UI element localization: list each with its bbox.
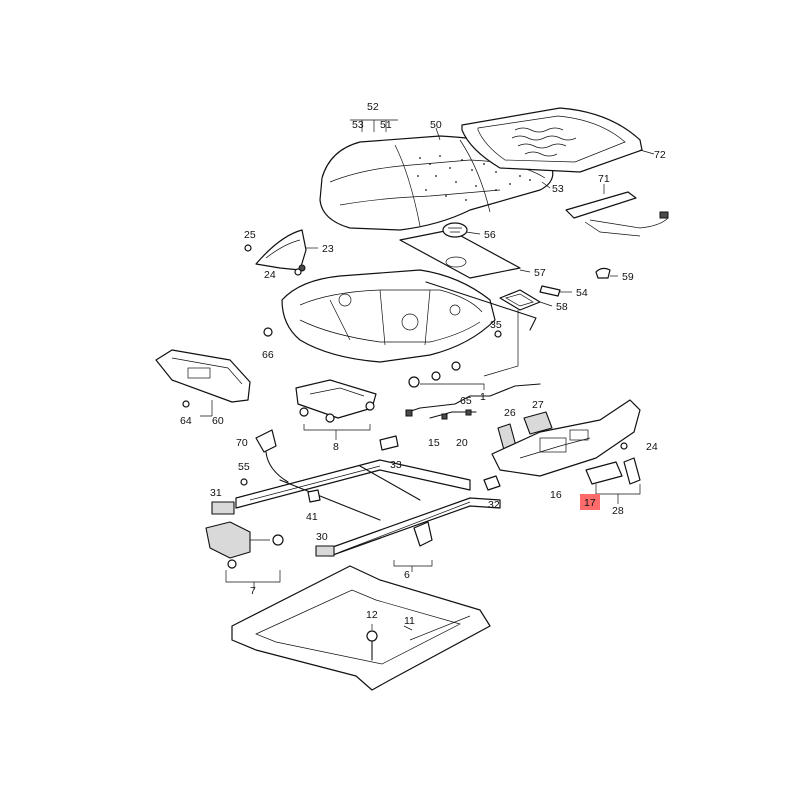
label-31: 31 (210, 487, 222, 499)
fastener-35 (494, 330, 502, 338)
part-54 (539, 285, 561, 297)
button-set-28 (585, 457, 641, 485)
label-41: 41 (306, 511, 318, 523)
label-35: 35 (490, 319, 502, 331)
label-8: 8 (333, 441, 339, 453)
label-27: 27 (532, 399, 544, 411)
label-23: 23 (322, 243, 334, 255)
fastener-1c (451, 361, 461, 371)
seat-frame-pan (281, 269, 496, 363)
label-24b: 24 (646, 441, 658, 453)
seat-rail-assembly (235, 459, 501, 557)
label-24: 24 (264, 269, 276, 281)
side-cover-16 (491, 399, 641, 477)
highlight-17 (580, 494, 600, 510)
label-26: 26 (504, 407, 516, 419)
label-72: 72 (654, 149, 666, 161)
fastener-66 (263, 327, 273, 337)
label-20: 20 (456, 437, 468, 449)
clip-6 (413, 521, 433, 547)
fastener-25 (244, 244, 252, 252)
fastener-64 (182, 400, 190, 408)
fastener-24a (294, 268, 302, 276)
leader-lines (200, 119, 655, 631)
label-17: 17 (584, 497, 596, 509)
label-1: 1 (480, 391, 486, 403)
label-64: 64 (180, 415, 192, 427)
label-7: 7 (250, 585, 256, 597)
part-41 (307, 489, 321, 503)
label-52: 52 (367, 101, 379, 113)
label-28: 28 (612, 505, 624, 517)
label-6: 6 (404, 569, 410, 581)
switch-27 (523, 411, 553, 435)
part-labels: 52 53 51 50 72 53 71 25 23 24 56 57 59 5… (180, 101, 666, 627)
label-60: 60 (212, 415, 224, 427)
support-rod (425, 281, 537, 331)
label-30: 30 (316, 531, 328, 543)
bolt-12 (366, 630, 378, 661)
label-66: 66 (262, 349, 274, 361)
label-53: 53 (352, 119, 364, 131)
label-56: 56 (484, 229, 496, 241)
side-trim-23 (255, 229, 307, 272)
motor-8 (295, 379, 377, 423)
seat-bracket (565, 191, 669, 237)
seat-base-frame-11 (231, 565, 491, 691)
fastener-1b (431, 371, 441, 381)
label-51: 51 (380, 119, 392, 131)
fastener-24b (620, 442, 628, 450)
label-54: 54 (576, 287, 588, 299)
label-11: 11 (404, 615, 415, 627)
part-33 (379, 435, 399, 451)
label-53b: 53 (552, 183, 564, 195)
label-25: 25 (244, 229, 256, 241)
motor-7 (205, 521, 284, 569)
part-58 (499, 289, 541, 311)
cushion-pad (399, 229, 521, 279)
part-32 (483, 475, 501, 491)
label-12: 12 (366, 609, 378, 621)
label-70: 70 (236, 437, 248, 449)
label-16: 16 (550, 489, 562, 501)
label-15: 15 (428, 437, 440, 449)
label-71: 71 (598, 173, 610, 185)
label-65: 65 (460, 395, 472, 407)
part-30 (315, 545, 335, 557)
part-59 (595, 267, 611, 279)
side-panel-60 (155, 349, 251, 403)
fastener-55 (240, 478, 248, 486)
label-59: 59 (622, 271, 634, 283)
belt-buckle-70 (255, 429, 289, 483)
label-57: 57 (534, 267, 546, 279)
label-32: 32 (488, 499, 500, 511)
speaker-cap (442, 222, 468, 238)
label-58: 58 (556, 301, 568, 313)
wiring-harness-65 (405, 383, 541, 420)
label-50: 50 (430, 119, 442, 131)
label-55: 55 (238, 461, 250, 473)
cushion-perforation-dots (417, 155, 531, 201)
seat-heating-mat (461, 107, 643, 173)
part-31 (211, 501, 235, 515)
fastener-1a (408, 376, 420, 388)
label-33: 33 (390, 459, 402, 471)
